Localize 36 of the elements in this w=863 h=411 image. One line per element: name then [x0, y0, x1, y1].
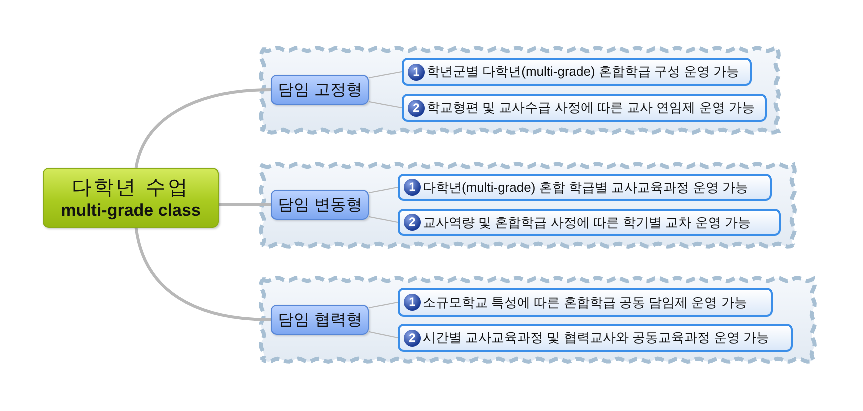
connector-line [369, 216, 398, 224]
connector-line [369, 101, 402, 109]
group-frame [257, 160, 799, 251]
item-box [402, 94, 767, 122]
number-badge: 2 [404, 214, 421, 231]
number-badge: 1 [404, 294, 421, 311]
branch-box: 담임 협력형 [271, 305, 370, 335]
item-box [402, 58, 752, 86]
connector-line [369, 331, 398, 339]
title-text: 다학년 수업 [72, 176, 190, 200]
item-text: 학교형편 및 교사수급 사정에 따른 교사 연임제 운영 가능 [427, 99, 755, 117]
number-badge: 1 [408, 64, 425, 80]
item-box [398, 288, 773, 317]
connector-line [219, 204, 271, 206]
number-badge: 1 [404, 179, 421, 196]
connector-line [369, 71, 402, 79]
item-text: 소규모학교 특성에 따른 혼합학급 공동 담임제 운영 가능 [423, 294, 748, 312]
item-text: 시간별 교사교육과정 및 협력교사와 공동교육과정 운영 가능 [423, 329, 770, 347]
item-box [398, 209, 781, 236]
root-box [43, 168, 219, 228]
connector-line [134, 228, 272, 322]
connector-line [369, 302, 398, 309]
item-text: 교사역량 및 혼합학급 사정에 따른 학기별 교차 운영 가능 [423, 214, 751, 232]
number-badge: 2 [408, 100, 425, 116]
branch-box: 담임 고정형 [271, 75, 370, 105]
item-text: 학년군별 다학년(multi-grade) 혼합학급 구성 운영 가능 [427, 63, 740, 81]
group-frame [257, 44, 783, 137]
connector-line [369, 186, 398, 194]
item-box [398, 324, 793, 352]
subtitle-text: multi-grade class [61, 200, 201, 220]
item-box [398, 174, 772, 201]
item-text: 다학년(multi-grade) 혼합 학급별 교사교육과정 운영 가능 [423, 178, 749, 196]
branch-box: 담임 변동형 [271, 190, 370, 220]
group-frame [257, 274, 819, 366]
number-badge: 2 [404, 330, 421, 346]
connector-line [134, 88, 272, 168]
